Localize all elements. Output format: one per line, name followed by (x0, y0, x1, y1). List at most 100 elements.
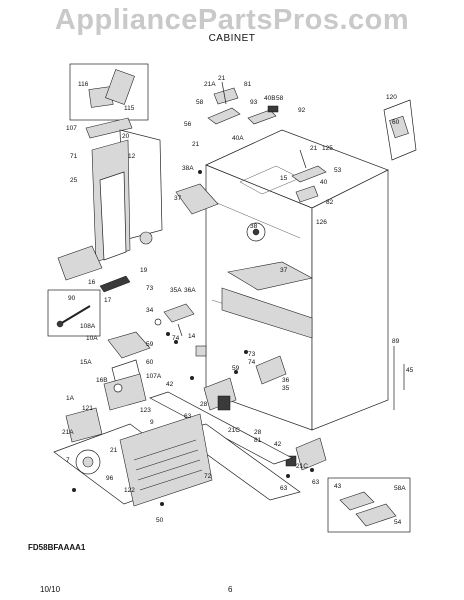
callout: 45 (406, 367, 414, 374)
callout: 35 (282, 385, 290, 392)
water-valve-assembly (103, 331, 151, 411)
callout: 72 (204, 473, 212, 480)
callout: 42 (166, 381, 174, 388)
callout: 96 (106, 475, 114, 482)
callout: 36A (184, 287, 196, 294)
callout: 37 (174, 195, 182, 202)
callout: 81 (244, 81, 252, 88)
watermark: AppliancePartsPros.com (54, 4, 410, 36)
callout: 21 (192, 141, 200, 148)
callout: 93 (250, 99, 258, 106)
callout: 40A (232, 135, 244, 142)
part-40B (247, 109, 277, 125)
callout: 16 (88, 279, 96, 286)
part-115 (105, 69, 135, 105)
callout: 107A (146, 373, 162, 380)
callout: 92 (298, 107, 306, 114)
diagram-code: FD58BFAAAA1 (28, 543, 86, 552)
cabinet-shelf (227, 261, 313, 291)
callout: 56 (184, 121, 192, 128)
callout: 19 (140, 267, 148, 274)
callout: 53 (334, 167, 342, 174)
callout: 35A (170, 287, 182, 294)
callout: 36 (282, 377, 290, 384)
callout: 14 (188, 333, 196, 340)
callout: 60 (392, 119, 400, 126)
callout: 63 (184, 413, 192, 420)
callout: 15A (80, 359, 92, 366)
callout: 21C (228, 427, 240, 434)
callout: 74 (172, 335, 180, 342)
callout: 121 (82, 405, 93, 412)
footer-date: 10/10 (40, 585, 61, 594)
cabinet-body (205, 129, 389, 431)
callout: 21 (310, 145, 318, 152)
callout: 63 (312, 479, 320, 486)
top-hinge-left (207, 81, 241, 125)
section-title: CABINET (208, 33, 256, 44)
callout: 74 (248, 359, 256, 366)
callout: 73 (146, 285, 154, 292)
callout: 73 (248, 351, 256, 358)
cabinet-divider (221, 287, 313, 339)
part-56 (267, 105, 279, 113)
callout: 38A (182, 165, 194, 172)
callout: 58 (276, 95, 284, 102)
callout: 10A (86, 335, 98, 342)
callout: 9 (150, 419, 154, 426)
callout: 58A (394, 485, 406, 492)
callout: 89 (392, 338, 400, 345)
toe-grille-assembly (53, 407, 213, 507)
callout: 50 (156, 517, 164, 524)
bottom-hinge-right (285, 437, 327, 471)
screws (72, 170, 314, 506)
callout: 12 (128, 153, 136, 160)
callout: 54 (394, 519, 402, 526)
callout: 90 (68, 295, 76, 302)
callout: 58 (196, 99, 204, 106)
center-hinge (154, 303, 195, 337)
inset-box-filter (47, 289, 101, 337)
callout: 60 (146, 359, 154, 366)
callout: 120 (386, 94, 397, 101)
callout: 16B (96, 377, 108, 384)
callout: 43 (334, 483, 342, 490)
callout: 25 (70, 177, 78, 184)
part-17 (99, 275, 131, 293)
callout: 81 (254, 437, 262, 444)
callout: 125 (322, 145, 333, 152)
callout: 40B (264, 95, 276, 102)
callout: 108A (80, 323, 96, 330)
footer-page-number: 6 (228, 585, 233, 594)
callout: 20 (122, 133, 130, 140)
callout: 59 (146, 341, 154, 348)
callout: 37 (280, 267, 288, 274)
callout: 38 (250, 223, 258, 230)
page-header: CABINET (0, 30, 464, 46)
callout: 122 (124, 487, 135, 494)
top-hinge-right (291, 149, 327, 203)
air-duct-assembly (57, 117, 163, 281)
callout-labels: 116 115 107 20 12 25 71 16 19 17 90 108A… (62, 75, 414, 526)
callout: 28 (254, 429, 262, 436)
callout: 71 (70, 153, 78, 160)
part-14 (195, 345, 207, 357)
callout: 21A (62, 429, 74, 436)
callout: 40 (320, 179, 328, 186)
callout: 42 (274, 441, 282, 448)
callout: 28 (200, 401, 208, 408)
bottom-hinge-left (203, 377, 237, 411)
callout: 21 (218, 75, 226, 82)
callout: 59 (232, 365, 240, 372)
callout: 126 (316, 219, 327, 226)
callout: 21A (204, 81, 216, 88)
callout: 123 (140, 407, 151, 414)
callout: 1A (66, 395, 75, 402)
part-15 (175, 183, 219, 215)
callout: 82 (326, 199, 334, 206)
callout: 116 (78, 81, 89, 88)
callout: 63 (280, 485, 288, 492)
callout: 15 (280, 175, 288, 182)
callout: 34 (146, 307, 154, 314)
